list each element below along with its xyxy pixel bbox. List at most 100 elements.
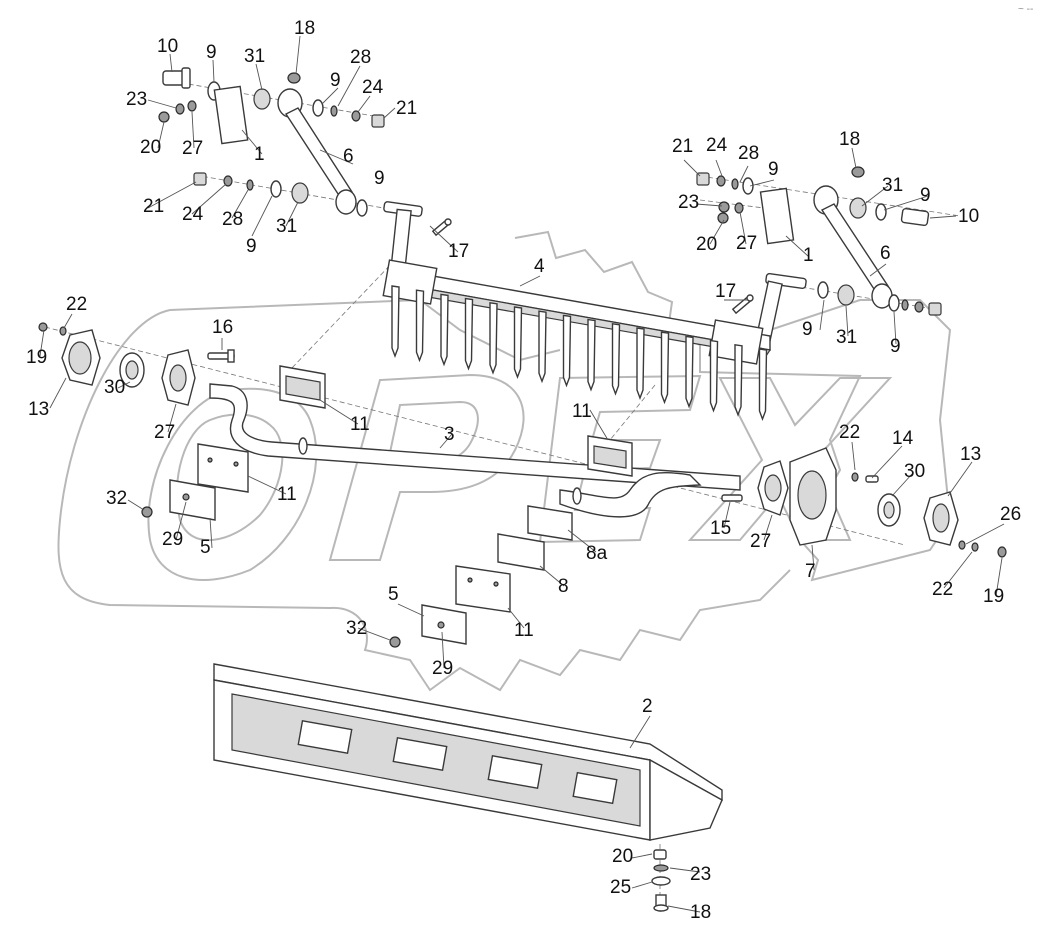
callout: 27 bbox=[182, 138, 203, 159]
block-11-mid-right bbox=[587, 435, 633, 477]
bolt-18-bottom bbox=[653, 894, 669, 912]
cover-7 bbox=[789, 447, 837, 546]
leader-line bbox=[439, 433, 453, 449]
callout: 9 bbox=[246, 236, 257, 257]
callout: 32 bbox=[106, 488, 127, 509]
nut-21-right-b bbox=[928, 302, 942, 316]
rake-tine bbox=[611, 322, 621, 396]
leader-line bbox=[947, 461, 973, 497]
lever-6-left bbox=[277, 88, 357, 215]
leader-line bbox=[695, 203, 723, 207]
callout: 23 bbox=[126, 89, 147, 110]
leader-line bbox=[357, 627, 391, 641]
leader-line bbox=[507, 607, 525, 629]
block-11-mid-left bbox=[197, 443, 249, 493]
leader-line bbox=[251, 195, 273, 237]
leader-line bbox=[891, 473, 913, 497]
callout: 30 bbox=[104, 377, 125, 398]
callout: 24 bbox=[182, 204, 204, 225]
leader-line bbox=[943, 551, 973, 589]
callout: 10 bbox=[157, 36, 178, 57]
nut-21-left bbox=[371, 114, 385, 128]
leader-line bbox=[683, 159, 701, 177]
leader-line bbox=[147, 99, 177, 109]
callout: 9 bbox=[206, 42, 217, 63]
bearing-30-left bbox=[119, 352, 145, 388]
rake-tine bbox=[391, 285, 400, 358]
leader-line bbox=[631, 853, 653, 859]
callout: 17 bbox=[448, 241, 469, 262]
leader-line bbox=[175, 501, 187, 541]
leader-line bbox=[117, 381, 131, 389]
washer-26 bbox=[958, 540, 966, 550]
leader-line bbox=[851, 441, 856, 471]
leader-line bbox=[397, 603, 425, 617]
callout: 22 bbox=[839, 422, 860, 443]
leader-line bbox=[191, 183, 227, 215]
leader-line bbox=[319, 149, 354, 165]
callout: 8a bbox=[586, 543, 608, 564]
washer-9-left-c bbox=[270, 180, 282, 198]
washer-9-left-d bbox=[356, 199, 368, 217]
nut-18-right bbox=[851, 166, 865, 178]
callout: 6 bbox=[343, 146, 354, 167]
callout: 21 bbox=[143, 196, 164, 217]
nut-20-right bbox=[717, 212, 729, 224]
washer-28-right-b bbox=[901, 299, 909, 311]
leader-line bbox=[539, 565, 565, 587]
bushing-31-right bbox=[849, 197, 867, 219]
callout: 9 bbox=[768, 159, 779, 180]
leader-line bbox=[749, 179, 775, 187]
leader-line bbox=[212, 59, 215, 83]
leader-line bbox=[819, 299, 825, 331]
bearing-30-right bbox=[877, 493, 901, 527]
callout: 24 bbox=[706, 135, 728, 156]
leader-line bbox=[383, 107, 396, 119]
leader-line bbox=[851, 147, 857, 169]
callout: 30 bbox=[904, 461, 925, 482]
washer-28-right bbox=[731, 178, 739, 190]
rake-tine bbox=[464, 297, 474, 371]
washer-28-left-b bbox=[246, 179, 254, 191]
leader-line bbox=[357, 95, 371, 113]
nut-18-left bbox=[287, 72, 301, 84]
leader-line bbox=[191, 111, 195, 149]
leader-line bbox=[285, 201, 299, 227]
callout: 20 bbox=[612, 846, 633, 867]
leader-line bbox=[519, 275, 541, 287]
leader-line bbox=[811, 544, 815, 571]
washer-28-left bbox=[330, 105, 338, 117]
callout: 24 bbox=[362, 77, 384, 98]
washer-22-right-b bbox=[971, 542, 979, 552]
leader-line bbox=[739, 211, 747, 245]
leader-line bbox=[567, 529, 597, 553]
leader-line bbox=[845, 305, 849, 337]
washer-9-right-a bbox=[742, 177, 754, 195]
callout: 10 bbox=[958, 206, 979, 227]
rake-tine bbox=[734, 343, 743, 417]
leader-line bbox=[785, 235, 809, 257]
leader-line bbox=[739, 165, 749, 183]
nut-19-right bbox=[997, 546, 1007, 558]
leader-line bbox=[63, 313, 73, 329]
callout: 18 bbox=[839, 129, 860, 150]
callout: 28 bbox=[222, 209, 243, 230]
washer-27-left bbox=[187, 100, 197, 112]
washer-22-left bbox=[59, 326, 67, 336]
leader-line bbox=[871, 445, 903, 479]
plate-1-left bbox=[213, 85, 249, 145]
callout: 21 bbox=[396, 98, 417, 119]
rake-tine bbox=[513, 306, 523, 379]
callout: 18 bbox=[690, 902, 711, 923]
callout: 7 bbox=[805, 561, 816, 582]
callout: 31 bbox=[836, 327, 857, 348]
rake-tines bbox=[391, 285, 768, 421]
leader-line bbox=[241, 129, 263, 155]
leader-line bbox=[441, 631, 445, 669]
leader-line bbox=[589, 409, 609, 441]
callout: 13 bbox=[960, 444, 981, 465]
leader-line bbox=[147, 181, 197, 209]
callout: 26 bbox=[1000, 504, 1021, 525]
leader-line bbox=[255, 63, 263, 91]
